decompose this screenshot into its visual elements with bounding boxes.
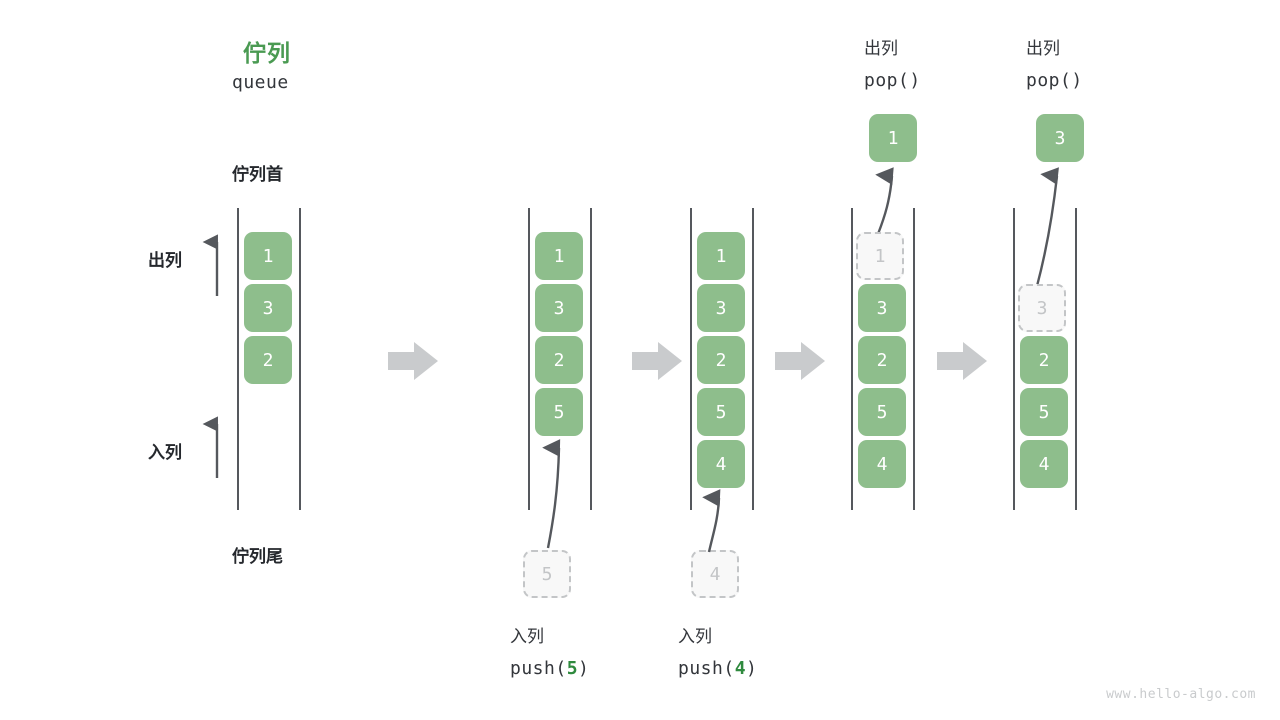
queue-node-new: 4 [697,440,745,488]
queue-rail-left [237,208,239,510]
queue-node: 5 [1020,388,1068,436]
queue-node: 3 [244,284,292,332]
incoming-element-ghost: 5 [523,550,571,598]
transition-arrow-icon [632,342,682,380]
queue-rail-left [690,208,692,510]
code-arg: 5 [566,658,579,679]
queue-node: 1 [244,232,292,280]
code-prefix: pop( [864,70,910,91]
push-arrow-icon [542,439,561,549]
step-caption-code: push(4) [678,658,757,679]
queue-node: 3 [697,284,745,332]
pop-arrow-icon [1035,167,1059,287]
removed-element-ghost: 3 [1018,284,1066,332]
transition-arrow-icon [775,342,825,380]
queue-rail-right [752,208,754,510]
side-label-dequeue: 出列 [148,251,182,271]
queue-rail-right [913,208,915,510]
transition-arrow-icon [388,342,438,380]
queue-node: 3 [535,284,583,332]
popped-element: 1 [869,114,917,162]
step-caption-cn: 出列 [1026,39,1060,59]
popped-element: 3 [1036,114,1084,162]
dequeue-direction-arrow-icon [202,234,219,296]
transition-arrow-icon [937,342,987,380]
queue-tail-label: 佇列尾 [232,547,283,567]
queue-node-new: 5 [535,388,583,436]
queue-node: 4 [1020,440,1068,488]
incoming-element-ghost: 4 [691,550,739,598]
queue-node: 1 [697,232,745,280]
queue-node: 1 [535,232,583,280]
code-arg: 4 [734,658,747,679]
queue-node: 2 [1020,336,1068,384]
diagram-title-code: queue [232,72,289,93]
code-suffix: ) [1071,70,1083,91]
code-suffix: ) [746,658,758,679]
step-caption-code: pop() [1026,70,1083,91]
diagram-title-cn: 佇列 [243,41,291,67]
code-suffix: ) [909,70,921,91]
queue-node: 3 [858,284,906,332]
step-caption-code: pop() [864,70,921,91]
queue-head-label: 佇列首 [232,165,283,185]
queue-node: 2 [697,336,745,384]
queue-rail-left [528,208,530,510]
queue-node: 2 [858,336,906,384]
queue-rail-right [1075,208,1077,510]
step-caption-cn: 出列 [864,39,898,59]
code-prefix: pop( [1026,70,1072,91]
queue-rail-right [299,208,301,510]
code-suffix: ) [578,658,590,679]
removed-element-ghost: 1 [856,232,904,280]
code-prefix: push( [510,658,567,679]
step-caption-code: push(5) [510,658,589,679]
site-watermark: www.hello-algo.com [1106,687,1256,702]
queue-node: 4 [858,440,906,488]
queue-node: 5 [858,388,906,436]
queue-rail-left [851,208,853,510]
code-prefix: push( [678,658,735,679]
enqueue-direction-arrow-icon [202,416,219,478]
side-label-enqueue: 入列 [148,443,182,463]
queue-rail-left [1013,208,1015,510]
queue-node: 5 [697,388,745,436]
pop-arrow-icon [875,167,894,235]
queue-node: 2 [535,336,583,384]
queue-node: 2 [244,336,292,384]
step-caption-cn: 入列 [510,627,544,647]
step-caption-cn: 入列 [678,627,712,647]
push-arrow-icon [702,489,721,553]
queue-rail-right [590,208,592,510]
